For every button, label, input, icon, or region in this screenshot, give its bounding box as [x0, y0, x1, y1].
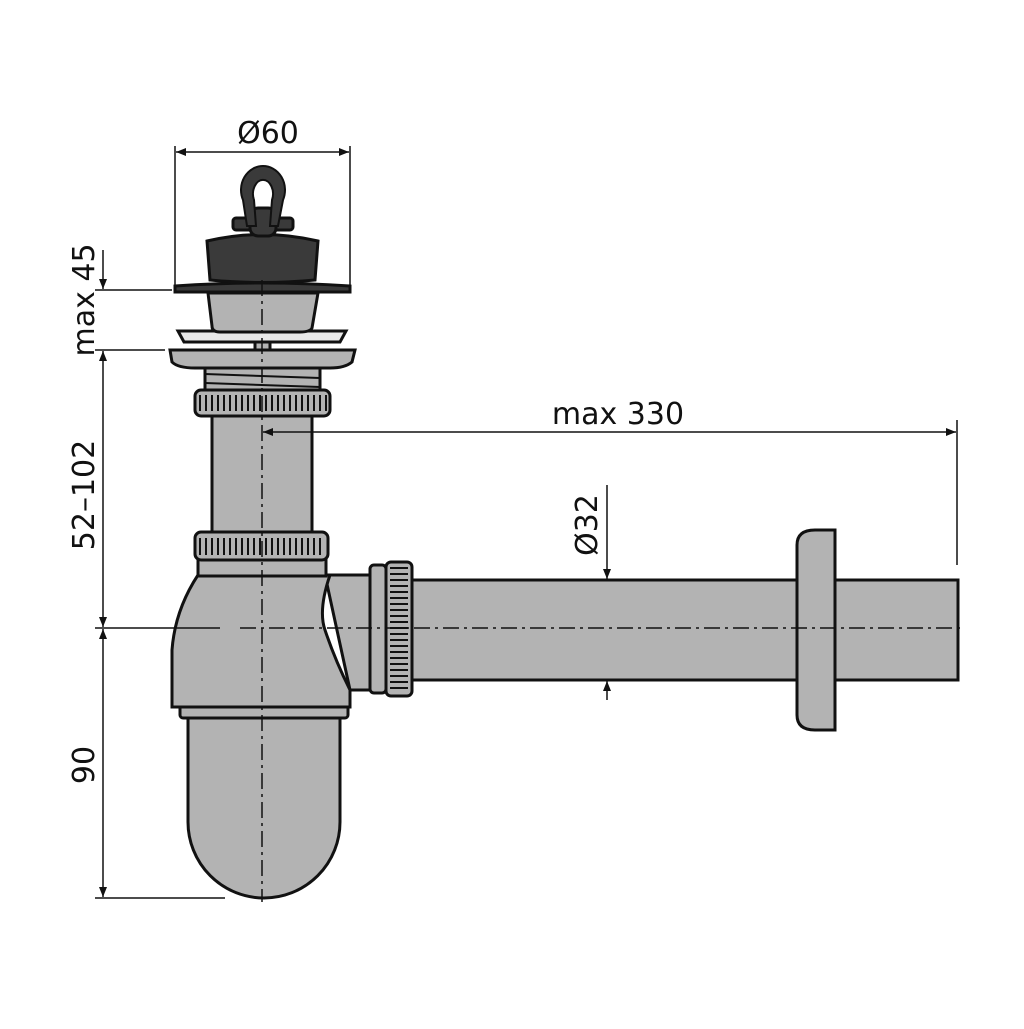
flange-diameter-label: Ø60 [237, 116, 299, 151]
outlet-diameter-label: Ø32 [570, 494, 605, 556]
dimension-flange-diameter: Ø60 [174, 116, 351, 285]
outlet-nut [368, 560, 414, 698]
stopper-plug [205, 165, 320, 284]
wall-rosette [795, 528, 837, 732]
stopper-height-label: max 45 [67, 243, 102, 356]
outlet-length-label: max 330 [552, 397, 684, 432]
trap-body [170, 556, 382, 900]
trap-depth-label: 90 [67, 746, 102, 784]
dimension-outlet-diameter: Ø32 [570, 485, 611, 700]
adjustable-height-label: 52–102 [67, 440, 102, 550]
stopper-ring-icon [240, 165, 286, 227]
dimension-left: max 45 52–102 90 [67, 243, 225, 899]
outlet-pipe [403, 578, 960, 682]
dimension-outlet-length: max 330 [263, 397, 958, 565]
